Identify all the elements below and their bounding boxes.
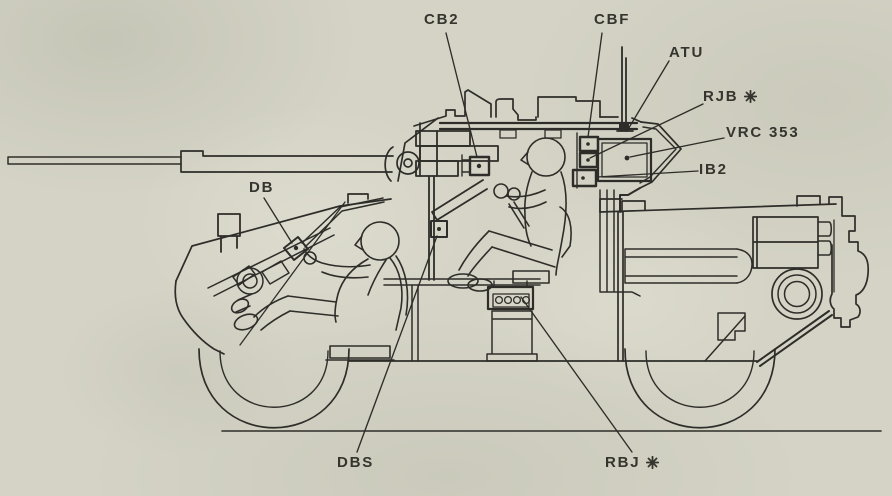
leader-rbj xyxy=(520,296,633,453)
vrc353-radio-box xyxy=(596,137,653,183)
asterisk-icon xyxy=(646,456,660,469)
callout-rbj-text: RBJ xyxy=(605,454,641,471)
front-wheel xyxy=(198,348,350,429)
callout-rbj: RBJ xyxy=(605,454,660,471)
callout-dbs: DBS xyxy=(337,454,374,471)
hull-outline xyxy=(174,193,870,367)
callout-vrc353-text: VRC 353 xyxy=(726,124,800,141)
leader-lines xyxy=(263,32,725,453)
dbs-box xyxy=(430,220,448,238)
radio-equipment-stack xyxy=(571,132,653,189)
leader-db xyxy=(263,197,293,244)
leader-cbf xyxy=(587,32,603,138)
cbf-box xyxy=(578,135,600,153)
driver-figure xyxy=(230,221,409,361)
callout-dbs-text: DBS xyxy=(337,454,375,471)
callout-db: DB xyxy=(249,179,274,196)
callout-rjb-text: RJB xyxy=(703,88,739,105)
rear-wheel xyxy=(624,348,776,429)
leader-rjb xyxy=(589,103,704,159)
callout-cb2-text: CB2 xyxy=(424,11,460,28)
asterisk-icon xyxy=(744,90,758,103)
leader-cb2 xyxy=(445,32,478,158)
leader-ib2 xyxy=(596,170,699,178)
rjb-box xyxy=(578,151,599,169)
db-box xyxy=(283,236,309,261)
gunner-figure xyxy=(447,137,572,292)
leader-dbs xyxy=(356,235,438,453)
rbj-box xyxy=(486,280,538,362)
leader-vrc353 xyxy=(629,137,725,158)
callout-cb2: CB2 xyxy=(424,11,459,28)
engine-bay xyxy=(624,216,832,362)
gun-breech xyxy=(415,130,499,281)
antenna xyxy=(616,46,634,132)
callout-db-text: DB xyxy=(249,179,275,196)
callout-vrc353: VRC 353 xyxy=(726,124,799,141)
callout-ib2-text: IB2 xyxy=(699,161,728,178)
callout-atu: ATU xyxy=(669,44,704,61)
ib2-box xyxy=(571,168,598,188)
callout-rjb: RJB xyxy=(703,88,758,105)
leader-atu xyxy=(626,60,670,132)
gun-barrel xyxy=(7,146,420,182)
callout-atu-text: ATU xyxy=(669,44,705,61)
callout-cbf: CBF xyxy=(594,11,630,28)
turret xyxy=(397,89,682,213)
callout-cbf-text: CBF xyxy=(594,11,631,28)
turret-basket xyxy=(383,189,641,362)
cb2-box xyxy=(461,154,491,177)
callout-ib2: IB2 xyxy=(699,161,728,178)
